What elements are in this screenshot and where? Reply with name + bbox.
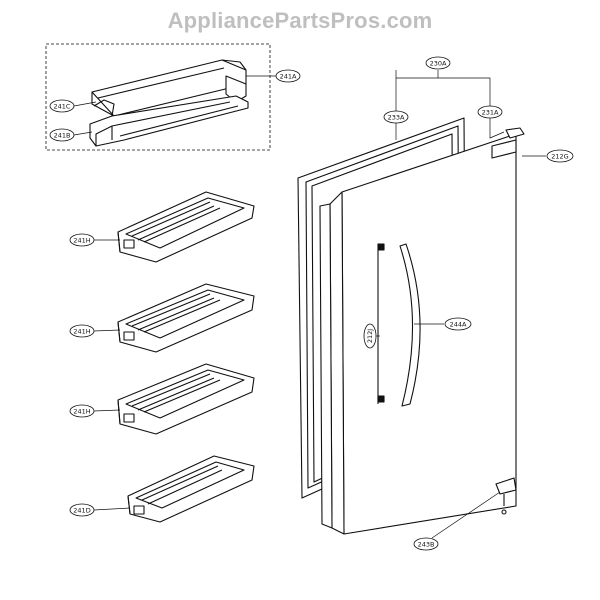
callout-241H-2: 241H bbox=[69, 324, 95, 338]
callout-241A-text: 241A bbox=[280, 73, 297, 81]
callout-230A-text: 230A bbox=[430, 60, 447, 68]
callout-241D-text: 241D bbox=[73, 507, 90, 515]
callout-241H-1-text: 241H bbox=[73, 237, 90, 245]
door-shelf-2 bbox=[117, 283, 255, 353]
leader-lines bbox=[73, 70, 546, 539]
callout-212J: 212J bbox=[363, 323, 377, 349]
callout-241H-1: 241H bbox=[69, 233, 95, 247]
callout-230A: 230A bbox=[425, 56, 451, 70]
top-bin-group-box bbox=[45, 43, 271, 151]
callout-241H-2-text: 241H bbox=[73, 328, 90, 336]
door-shelf-3 bbox=[117, 363, 255, 435]
callout-233A: 233A bbox=[383, 110, 409, 124]
callout-241A: 241A bbox=[275, 69, 301, 83]
callout-244A-text: 244A bbox=[450, 321, 467, 329]
callout-241B-text: 241B bbox=[54, 132, 71, 140]
callout-243B-text: 243B bbox=[418, 541, 435, 549]
callout-241H-3: 241H bbox=[69, 404, 95, 418]
callout-241D: 241D bbox=[69, 503, 95, 517]
callout-231A-text: 231A bbox=[482, 109, 499, 117]
door-panel-part bbox=[319, 127, 525, 535]
callout-233A-text: 233A bbox=[388, 114, 405, 122]
dairy-bin-part bbox=[89, 59, 249, 147]
callout-244A: 244A bbox=[444, 317, 472, 331]
callout-212J-text: 212J bbox=[366, 329, 374, 343]
callout-231A: 231A bbox=[477, 105, 503, 119]
site-watermark: AppliancePartsPros.com bbox=[167, 8, 433, 33]
callout-212G: 212G bbox=[546, 149, 574, 163]
callout-212G-text: 212G bbox=[551, 153, 568, 161]
callout-241C-text: 241C bbox=[54, 103, 71, 111]
callout-241B: 241B bbox=[49, 128, 75, 142]
callout-241C: 241C bbox=[49, 99, 75, 113]
door-shelf-1 bbox=[117, 191, 255, 263]
callout-243B: 243B bbox=[413, 537, 439, 551]
door-shelf-4 bbox=[127, 455, 255, 523]
callout-241H-3-text: 241H bbox=[73, 408, 90, 416]
door-handle-part bbox=[377, 243, 421, 407]
